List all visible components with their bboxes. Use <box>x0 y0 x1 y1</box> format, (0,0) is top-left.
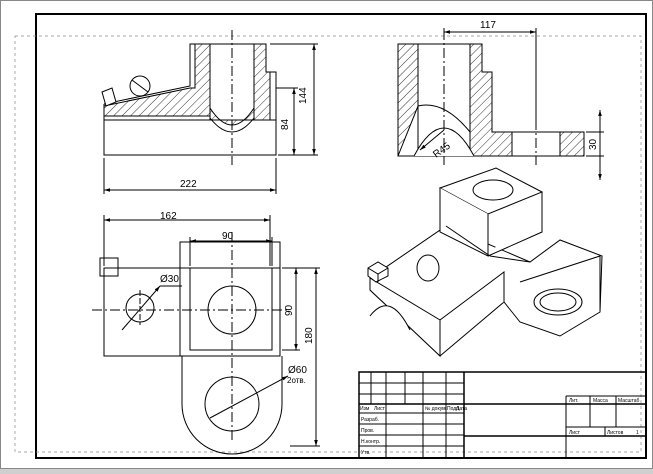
isometric-view <box>367 167 603 358</box>
dim-117: 117 <box>480 20 496 31</box>
tb-prov: Пров. <box>361 428 374 434</box>
tb-list: Лист <box>569 430 581 436</box>
side-view <box>397 28 604 180</box>
title-block-labels: Изм Лист № докум. Подп. Дата Разраб. Про… <box>360 398 640 456</box>
dim-180: 180 <box>304 327 315 344</box>
tb-razrab: Разраб. <box>361 417 379 423</box>
tb-utv: Утв. <box>361 450 371 456</box>
dim-84: 84 <box>280 118 291 130</box>
dim-222: 222 <box>180 179 197 190</box>
dim-dia60: Ø60 <box>288 365 307 376</box>
tb-row-list: Лист <box>374 406 386 412</box>
print-area-border <box>14 35 642 453</box>
dim-162: 162 <box>160 211 177 222</box>
dim-144: 144 <box>298 87 309 104</box>
tb-n-kontr: Н.контр. <box>361 439 380 445</box>
tb-list-num: 1 <box>636 430 639 436</box>
holes-note: 2отв. <box>287 376 306 385</box>
dim-30-right: 30 <box>588 138 599 150</box>
tb-row-dokum: № докум. <box>425 406 447 412</box>
tb-row-izm: Изм <box>360 406 370 412</box>
top-view <box>92 215 320 455</box>
tb-row-podp: Подп. <box>447 406 460 412</box>
tb-row-data: Дата <box>456 406 467 412</box>
dim-90-top: 90 <box>222 231 234 242</box>
tb-listov: Листов <box>607 430 624 436</box>
front-view <box>101 30 318 194</box>
tb-massa: Масса <box>593 398 608 404</box>
dim-dia30: Ø30 <box>160 274 179 285</box>
tb-masshtab: Масштаб <box>618 398 640 404</box>
tb-lit: Лит. <box>569 398 578 404</box>
drawing-frame <box>35 13 647 459</box>
dim-90-side: 90 <box>284 304 295 316</box>
title-block <box>358 371 647 459</box>
